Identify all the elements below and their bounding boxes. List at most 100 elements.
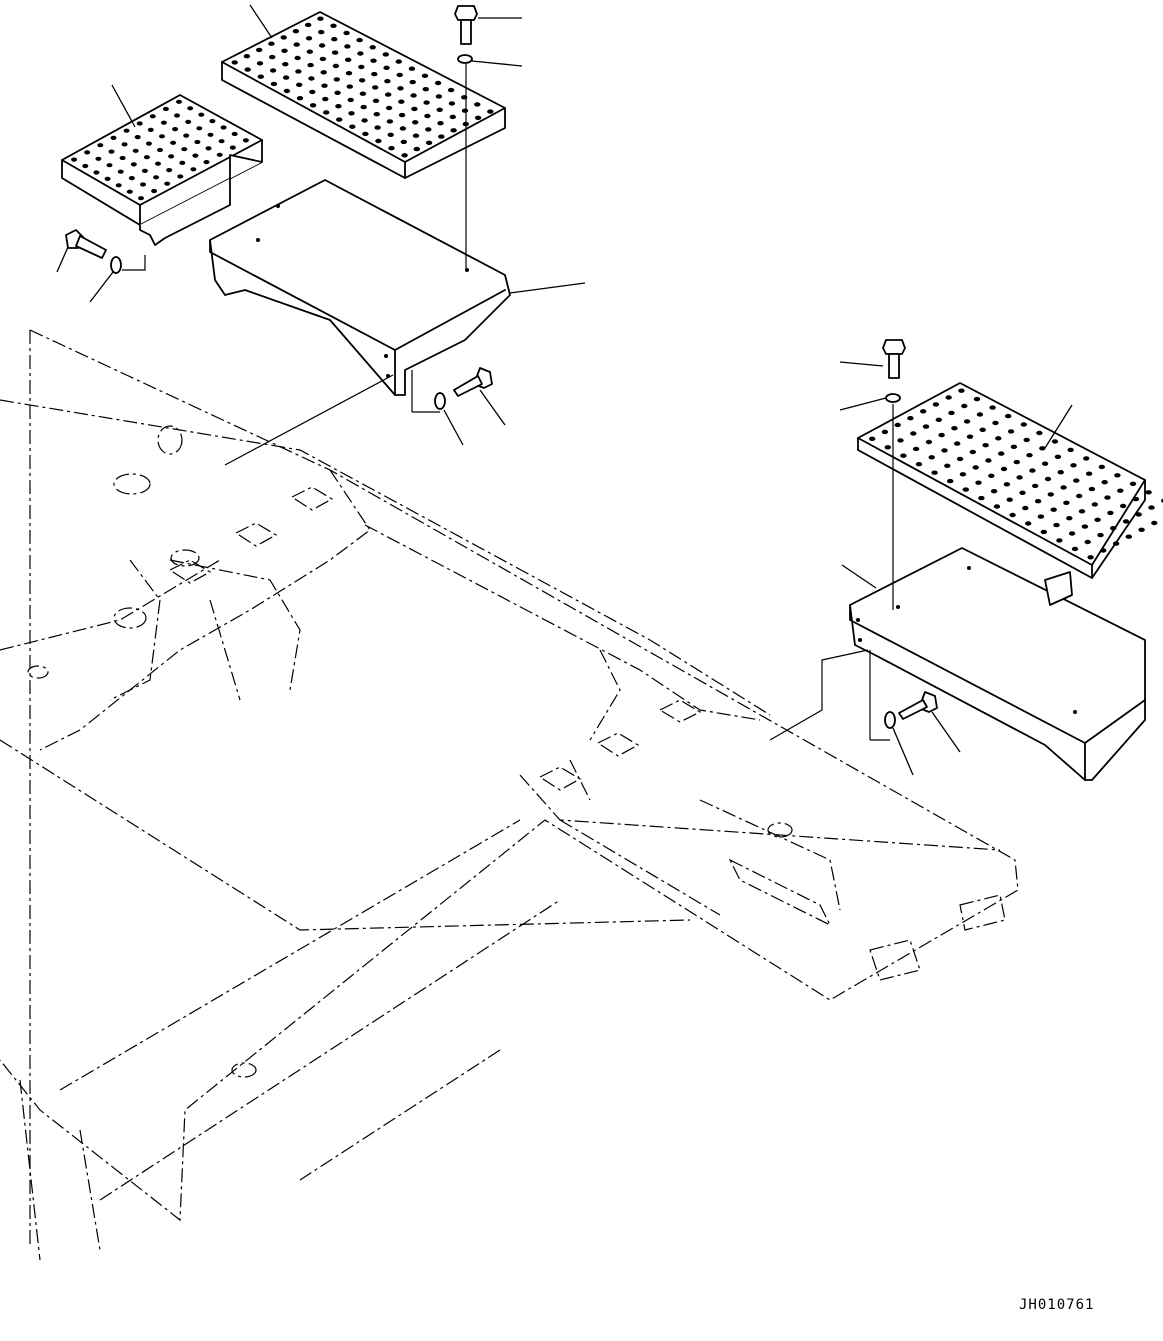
perforation-dot [82,163,89,169]
perforation-dot [1083,456,1090,461]
perforation-dot [938,432,945,438]
perforation-dot [345,71,353,76]
perforation-dot [435,94,443,99]
perforation-dot [1010,444,1018,449]
perforation-dot [1054,454,1062,459]
perforation-dot [383,65,390,71]
perforation-dot [447,87,455,93]
callout-leaders [56,4,1073,776]
perforation-dot [121,142,128,147]
perforation-dot [168,154,175,159]
perforation-dot [1003,482,1011,487]
perforation-dot [1050,507,1057,512]
perforation-dot [907,416,914,421]
perforation-dot [409,79,416,85]
perforation-dot [1129,481,1137,486]
perforation-dot [1000,466,1008,472]
perforation-dot [335,104,342,109]
perforation-dot [347,97,354,103]
perforation-dot [218,139,225,144]
right-step-bracket [849,547,1146,781]
perforation-dot [1007,429,1015,434]
perforation-dot [106,163,113,168]
perforation-dot [1119,503,1127,509]
perforation-dot [256,61,264,66]
perforation-dot [1085,471,1093,476]
perforation-dot [1026,453,1033,458]
perforation-dots [71,99,249,201]
perforation-dot [203,160,210,165]
perforation-dot [1041,461,1049,466]
perforation-dot [209,119,216,124]
perforation-dot [166,168,173,173]
perforation-dot [160,120,167,125]
perforation-dot [110,135,117,140]
perforation-dot [280,35,287,40]
perforation-dot [361,118,368,123]
perforation-dot [293,42,300,47]
perforation-dot [982,443,989,448]
perforation-dot [97,143,104,148]
revolving-frame [0,329,1019,1261]
perforation-dot [117,169,124,174]
perforation-dot [281,48,288,53]
perforation-dot [399,126,407,131]
perforation-dot [989,405,996,410]
perforation-dots [231,16,494,158]
perforation-dot [448,101,456,106]
perforation-dot [346,84,353,89]
perforation-dot [961,403,968,409]
perforation-dot [1039,446,1046,451]
perforation-dot [1110,526,1117,531]
perforation-dot [920,409,927,414]
perforation-dot [412,120,419,125]
perforation-dot [1006,497,1013,502]
hex-bolt-icon [65,229,107,259]
perforation-dot [1145,490,1152,495]
hex-bolt-icon [882,339,906,379]
perforation-dot [941,448,948,453]
perforation-dot [153,175,160,180]
washer-icon [110,256,122,274]
perforation-dot [928,455,935,460]
perforation-dot [1067,447,1074,453]
perforation-dot [884,445,891,450]
perforation-dot [979,427,986,432]
perforation-dot [159,134,165,139]
perforation-dot [869,436,876,441]
perforation-dot [1132,496,1140,502]
perforation-dot [134,135,141,140]
perforation-dot [196,126,203,131]
perforation-dot [935,417,942,422]
perforation-dot [362,131,369,137]
perforation-dot [421,73,429,79]
perforation-dot [318,29,325,35]
perforation-dot [958,388,965,393]
perforation-dot [194,139,201,145]
perforation-dot [295,69,302,74]
perforation-dot [385,105,393,111]
perforation-dot [151,188,158,194]
washer-icon [457,54,473,64]
perforation-dot [157,147,163,153]
perforation-dot [1122,519,1130,524]
perforation-dot [177,174,184,179]
perforation-dot [119,155,126,161]
perforation-dot [398,99,405,104]
perforation-dot [947,478,954,484]
perforation-dot [269,54,276,60]
perforation-dot [1138,527,1145,532]
perforation-dot [956,456,964,462]
perforation-dot [388,146,395,151]
perforation-dot [1073,478,1080,483]
perforation-dot [1019,490,1026,495]
perforation-dot [945,395,952,400]
perforation-dot [962,487,969,492]
perforation-dot [190,167,197,172]
perforation-dot [976,412,984,417]
perforation-dot [331,37,338,42]
perforation-dot [147,127,154,132]
perforation-dot [487,109,494,114]
perforation-dot [1087,555,1094,560]
